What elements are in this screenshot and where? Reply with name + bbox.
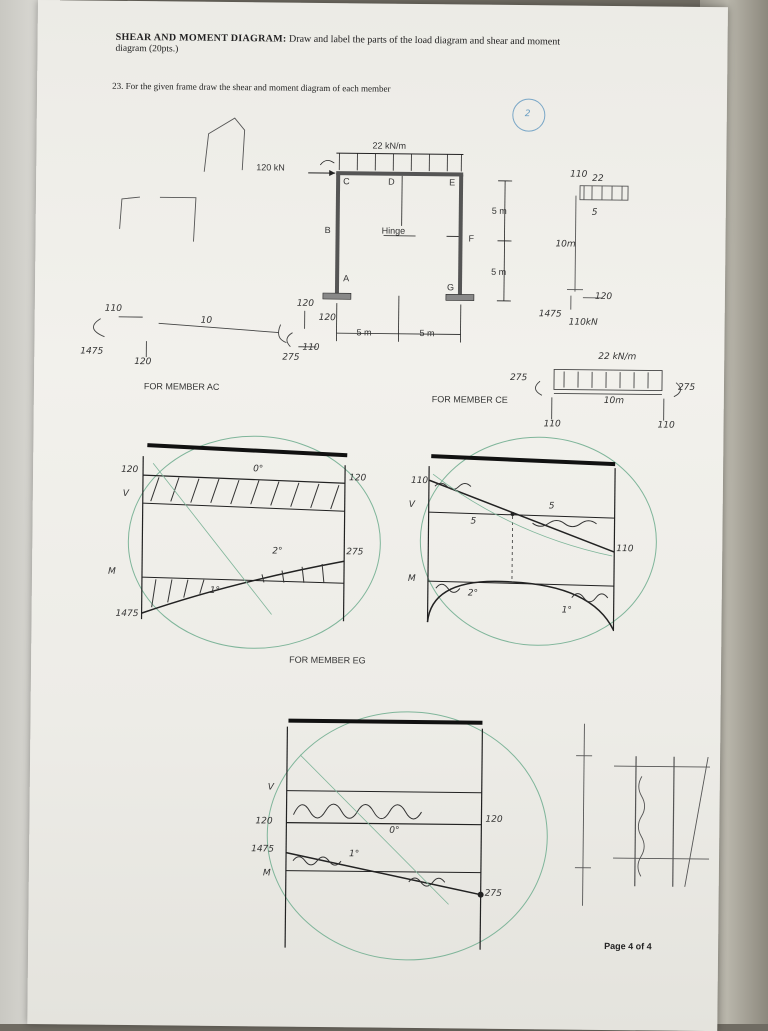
ce-beam-moment-left: 275 <box>510 373 527 383</box>
eg-m-left-value: 1475 <box>251 844 274 854</box>
sketch-member-ce-beam <box>535 369 681 421</box>
ce-v-mid-value: 5 <box>471 517 477 527</box>
column-efg <box>458 174 463 294</box>
ac-fbd-note-2: 1475 <box>80 346 103 356</box>
ac-fbd-note-6: 110 <box>302 343 319 353</box>
joint-a-label: A <box>343 273 349 283</box>
ac-v-right-value: 120 <box>349 473 366 483</box>
support-a <box>323 293 351 299</box>
joint-c-label: C <box>343 176 350 186</box>
ce-v-right-value: 110 <box>616 544 633 554</box>
frame-diagram <box>306 153 512 343</box>
ac-v-zero: 0° <box>253 464 263 474</box>
ac-fbd-note-4: 120 <box>297 299 314 309</box>
eg-member-bar <box>288 721 482 723</box>
distributed-load-label: 22 kN/m <box>372 141 406 151</box>
height-bottom-label: 5 m <box>491 267 506 277</box>
diagram-member-eg <box>266 710 549 961</box>
beam-ce <box>336 171 463 176</box>
ce-m-degree: 2° <box>468 589 478 599</box>
score-mark-text: 2 <box>525 109 531 119</box>
section-member-eg: FOR MEMBER EG <box>289 655 366 666</box>
right-fbd-note-4: 1475 <box>539 309 562 319</box>
ac-m-degree: 1° <box>210 586 220 596</box>
right-fbd-note-2: 5 <box>592 208 598 218</box>
right-fbd-note-6: 120 <box>595 292 612 302</box>
section-member-ce: FOR MEMBER CE <box>432 394 508 405</box>
eg-v-bottom-value: 120 <box>255 816 272 826</box>
eg-v-right-value: 120 <box>485 815 502 825</box>
drawing-layer <box>27 0 728 1031</box>
load-line <box>336 153 463 154</box>
ac-m-bottom-value: 1475 <box>116 609 139 619</box>
section-member-ac: FOR MEMBER AC <box>144 381 220 392</box>
right-fbd-note-1: 22 <box>592 174 604 184</box>
load-arrows <box>339 153 461 171</box>
eg-degree: 1° <box>349 849 359 859</box>
hinge-label: Hinge <box>382 226 406 236</box>
ce-beam-span: 10m <box>604 396 624 406</box>
sketch-member-eg-fbd <box>575 724 711 907</box>
page-number: Page 4 of 4 <box>604 941 652 951</box>
ce-v-mid-value-2: 5 <box>549 501 555 511</box>
eg-zero: 0° <box>389 826 399 836</box>
ac-fbd-note-7: 275 <box>282 353 299 363</box>
joint-f-label: F <box>468 234 474 244</box>
joint-b-label: B <box>325 225 331 235</box>
right-fbd-note-0: 110 <box>570 170 587 180</box>
ac-m-right-value: 275 <box>346 547 363 557</box>
height-top-label: 5 m <box>492 206 507 216</box>
eg-m-axis-label: M <box>263 868 271 878</box>
ac-fbd-note-5: 120 <box>319 313 336 323</box>
ac-v-left-value: 120 <box>121 465 138 475</box>
ce-v-top-value: 110 <box>411 476 428 486</box>
ce-beam-moment-right: 275 <box>678 383 695 393</box>
joint-d-label: D <box>388 177 395 187</box>
ce-m-degree-2: 1° <box>562 606 572 616</box>
ac-m-degree-2: 2° <box>272 546 282 556</box>
ce-beam-reaction-left: 110 <box>544 419 561 429</box>
column-abc <box>335 173 340 293</box>
ac-fbd-note-1: 10 <box>201 316 213 326</box>
eg-v-axis-label: V <box>268 782 274 792</box>
point-load-label: 120 kN <box>256 162 285 172</box>
ac-v-axis-label: V <box>123 489 129 499</box>
ac-fbd-note-3: 120 <box>134 357 151 367</box>
midspan-line <box>402 176 403 226</box>
span-right-label: 5 m <box>419 328 434 338</box>
support-g <box>446 294 474 300</box>
joint-g-label: G <box>447 282 454 292</box>
ce-m-axis-label: M <box>408 574 416 584</box>
eg-m-right-value: 275 <box>485 889 502 899</box>
ce-v-axis-label: V <box>409 500 415 510</box>
diagram-member-ce <box>419 436 657 646</box>
ce-beam-load: 22 kN/m <box>598 352 636 362</box>
ac-m-axis-label: M <box>108 567 116 577</box>
pencil-sketch-topleft <box>119 117 244 242</box>
ce-member-bar <box>431 456 615 464</box>
right-fbd-note-5: 110kN <box>569 318 598 328</box>
span-left-label: 5 m <box>356 327 371 337</box>
ce-beam-reaction-right: 110 <box>658 421 675 431</box>
joint-e-label: E <box>449 177 455 187</box>
right-fbd-note-3: 10m <box>555 239 575 249</box>
ac-fbd-note-0: 110 <box>105 304 122 314</box>
worksheet-page: SHEAR AND MOMENT DIAGRAM: Draw and label… <box>27 0 728 1031</box>
